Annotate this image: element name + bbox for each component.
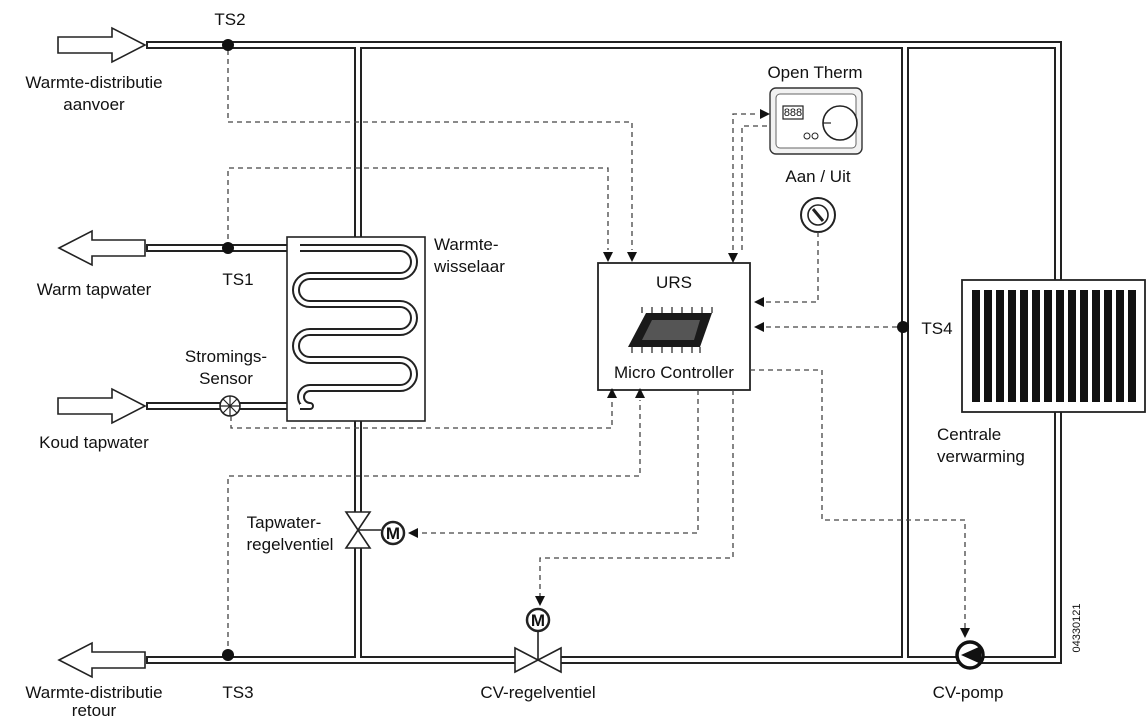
- tapwater-motor-label: M: [386, 524, 400, 543]
- supply-in-arrow: [57, 26, 147, 64]
- return-out-arrow: [57, 641, 146, 679]
- document-id: 04330121: [1071, 604, 1083, 653]
- ts2-sensor-dot: [222, 39, 234, 51]
- return-label-line1: Warmte-distributie: [25, 683, 162, 702]
- ts1-label: TS1: [222, 270, 253, 289]
- supply-label-line1: Warmte-distributie: [25, 73, 162, 92]
- tap-valve-label-line1: Tapwater-: [247, 513, 322, 532]
- cv-motor-icon: M: [525, 607, 551, 633]
- ts1-sensor-dot: [222, 242, 234, 254]
- ts4-label: TS4: [921, 319, 952, 338]
- on-off-label: Aan / Uit: [785, 167, 850, 186]
- cv-valve-icon: [514, 632, 562, 674]
- tap-valve-label-line2: regelventiel: [247, 535, 334, 554]
- ts3-sensor-dot: [222, 649, 234, 661]
- tapwater-motor-icon: M: [380, 520, 406, 546]
- controller-title: URS: [656, 273, 692, 292]
- signal-arrowheads: [408, 109, 970, 638]
- central-heating-label-line2: verwarming: [937, 447, 1025, 466]
- controller-subtitle: Micro Controller: [614, 363, 734, 382]
- radiator-icon: [961, 279, 1146, 413]
- cv-pump-icon: [955, 640, 985, 670]
- flow-sensor-label-line2: Sensor: [199, 369, 253, 388]
- heat-exchanger-label-line2: wisselaar: [433, 257, 505, 276]
- flow-sensor-label-line1: Stromings-: [185, 347, 267, 366]
- cv-pump-label: CV-pomp: [933, 683, 1004, 702]
- open-therm-label: Open Therm: [767, 63, 862, 82]
- cold-water-in-arrow: [57, 387, 147, 425]
- cold-water-label: Koud tapwater: [39, 433, 149, 452]
- central-heating-label-line1: Centrale: [937, 425, 1001, 444]
- pipe-network: [146, 41, 1062, 664]
- return-label-line2: retour: [72, 701, 117, 717]
- open-therm-thermostat-icon: 888: [769, 87, 863, 155]
- tapwater-valve-icon: [344, 511, 381, 549]
- signal-lines: [227, 50, 966, 655]
- cv-valve-label: CV-regelventiel: [480, 683, 595, 702]
- microchip-icon: [628, 307, 713, 353]
- heat-exchanger-label-line1: Warmte-: [434, 235, 499, 254]
- urs-controller: URS Micro Controller: [597, 262, 751, 391]
- ts4-sensor-dot: [897, 321, 909, 333]
- supply-label-line2: aanvoer: [63, 95, 125, 114]
- svg-text:888: 888: [784, 107, 802, 119]
- warm-water-label: Warm tapwater: [37, 280, 152, 299]
- cv-motor-label: M: [531, 611, 545, 630]
- ts2-label: TS2: [214, 10, 245, 29]
- warm-water-out-arrow: [57, 229, 146, 267]
- flow-sensor-icon: [219, 395, 241, 417]
- on-off-switch-icon: [800, 197, 836, 233]
- ts3-label: TS3: [222, 683, 253, 702]
- heat-exchanger: [286, 236, 426, 422]
